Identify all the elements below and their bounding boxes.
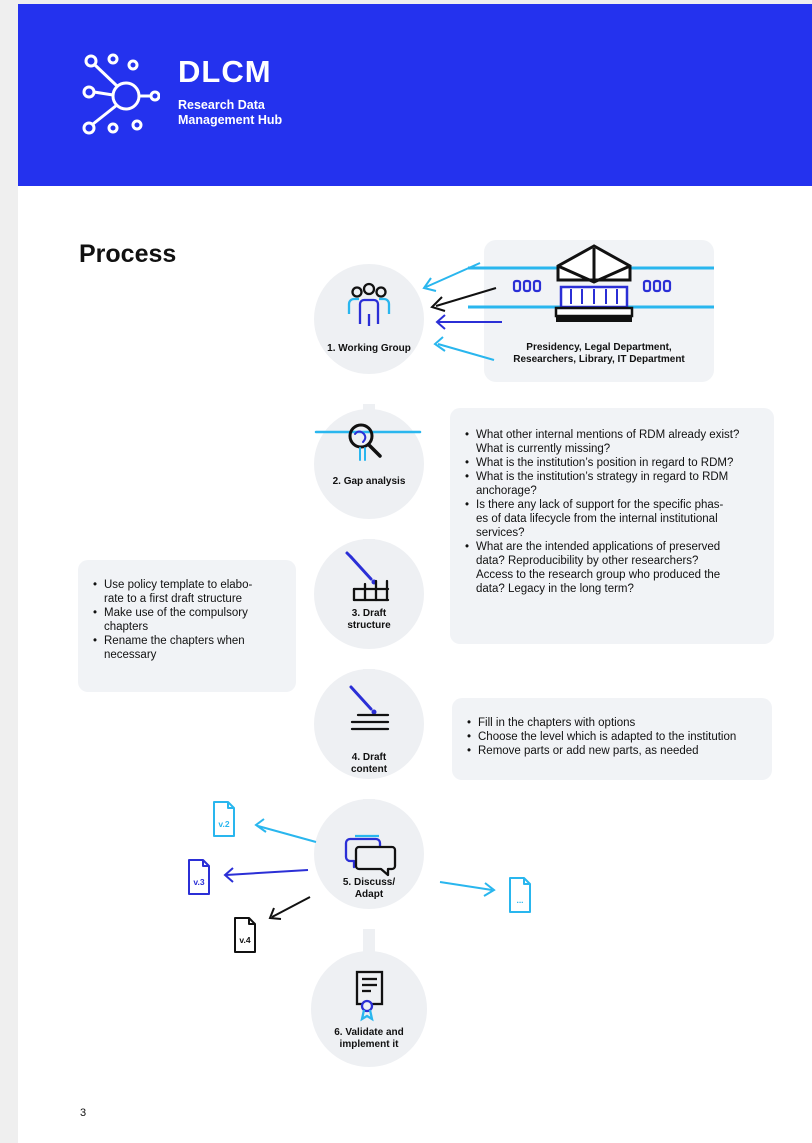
step-3-node (314, 539, 424, 649)
version-arrows (223, 818, 496, 920)
version-v3-label: v.3 (193, 877, 205, 887)
gap-question: What is the institution’s position in re… (465, 456, 766, 470)
step-1-label: 1. Working Group (327, 343, 411, 354)
draft-content-icon (349, 685, 390, 731)
step-5-label: 5. Discuss/ Adapt (342, 877, 396, 900)
version-doc-more-icon (509, 877, 531, 913)
network-logo-icon (82, 53, 160, 135)
stakeholder-arrows (422, 262, 502, 361)
institution-building-icon (468, 244, 714, 322)
draft-content-box: Fill in the chapters with options Choose… (452, 698, 772, 780)
step-2-node (314, 409, 424, 519)
content-note: Remove parts or add new parts, as needed (467, 744, 766, 758)
step-4-node (314, 669, 424, 779)
gap-question: What other internal mentions of RDM alre… (465, 428, 766, 456)
stakeholders-label: Presidency, Legal Department, Researcher… (513, 342, 685, 365)
working-group-icon (347, 282, 391, 326)
process-diagram (188, 240, 714, 1067)
page-number: 3 (80, 1107, 87, 1119)
content-note: Choose the level which is adapted to the… (467, 730, 766, 744)
version-v2-label: v.2 (218, 819, 230, 829)
structure-note: Rename the chapters when necessary (93, 634, 290, 662)
brand-title: DLCM (178, 54, 272, 89)
version-doc-v3-icon (188, 859, 210, 895)
header-banner: DLCM Research Data Management Hub (18, 4, 812, 186)
version-doc-v2-icon (213, 801, 235, 837)
gap-question: What are the intended applications of pr… (465, 540, 766, 596)
version-doc-v4-icon (234, 917, 256, 953)
structure-note: Use policy template to elabo- rate to a … (93, 578, 290, 606)
certificate-icon (355, 970, 384, 1022)
page-title: Process (79, 240, 177, 268)
step-3-label: 3. Draft structure (347, 608, 391, 631)
step-4-label: 4. Draft content (350, 752, 388, 775)
draft-structure-box: Use policy template to elabo- rate to a … (78, 560, 296, 692)
gap-analysis-box: What other internal mentions of RDM alre… (450, 408, 774, 644)
structure-note: Make use of the compulsory chapters (93, 606, 290, 634)
gap-question: What is the institution’s strategy in re… (465, 470, 766, 498)
draft-structure-icon (345, 551, 390, 602)
gap-question: Is there any lack of support for the spe… (465, 498, 766, 540)
discussion-icon (344, 834, 397, 877)
version-more-label: ... (516, 895, 524, 905)
step-2-label: 2. Gap analysis (332, 476, 406, 487)
content-note: Fill in the chapters with options (467, 716, 766, 730)
document-page: DLCM Research Data Management Hub Proces… (18, 4, 812, 1143)
step-6-label: 6. Validate and implement it (334, 1027, 404, 1050)
version-v4-label: v.4 (239, 935, 251, 945)
magnifier-icon (314, 423, 422, 461)
brand-subtitle: Research Data Management Hub (178, 98, 283, 127)
